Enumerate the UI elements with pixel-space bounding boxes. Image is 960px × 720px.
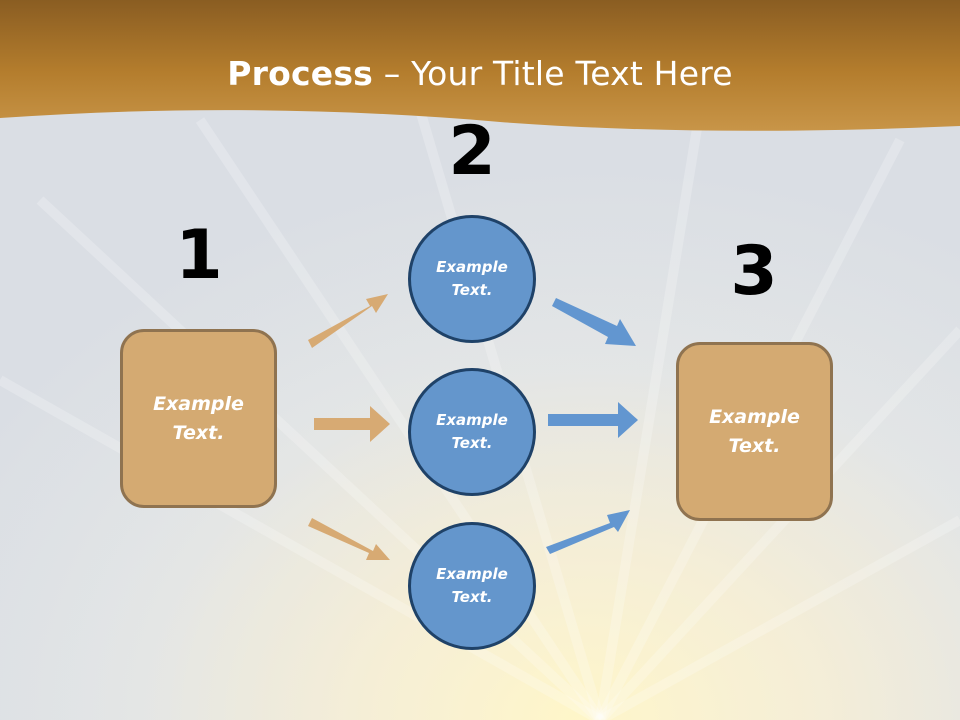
title-rest-part: – Your Title Text Here (373, 54, 733, 93)
right-process-box[interactable]: Example Text. (676, 342, 833, 521)
step-number-2: 2 (448, 112, 496, 191)
circle-bottom-label: Example Text. (436, 565, 508, 606)
right-box-label: Example Text. (709, 405, 800, 457)
step-number-3: 3 (730, 232, 778, 311)
arrow-top-to-right (552, 298, 636, 346)
arrow-middle-to-right (548, 402, 638, 438)
left-box-label: Example Text. (153, 392, 244, 444)
title-banner (0, 0, 960, 131)
arrow-left-to-bottom (308, 518, 390, 560)
arrow-bottom-to-right (546, 510, 630, 554)
arrow-left-to-top (308, 294, 388, 348)
arrow-left-to-middle (314, 406, 390, 442)
title-bold-part: Process (227, 54, 374, 93)
circle-top[interactable]: Example Text. (408, 215, 536, 343)
left-process-box[interactable]: Example Text. (120, 329, 277, 508)
circle-middle[interactable]: Example Text. (408, 368, 536, 496)
circle-top-label: Example Text. (436, 258, 508, 299)
circle-middle-label: Example Text. (436, 411, 508, 452)
circle-bottom[interactable]: Example Text. (408, 522, 536, 650)
step-number-1: 1 (175, 216, 223, 295)
slide-title: Process – Your Title Text Here (0, 52, 960, 96)
